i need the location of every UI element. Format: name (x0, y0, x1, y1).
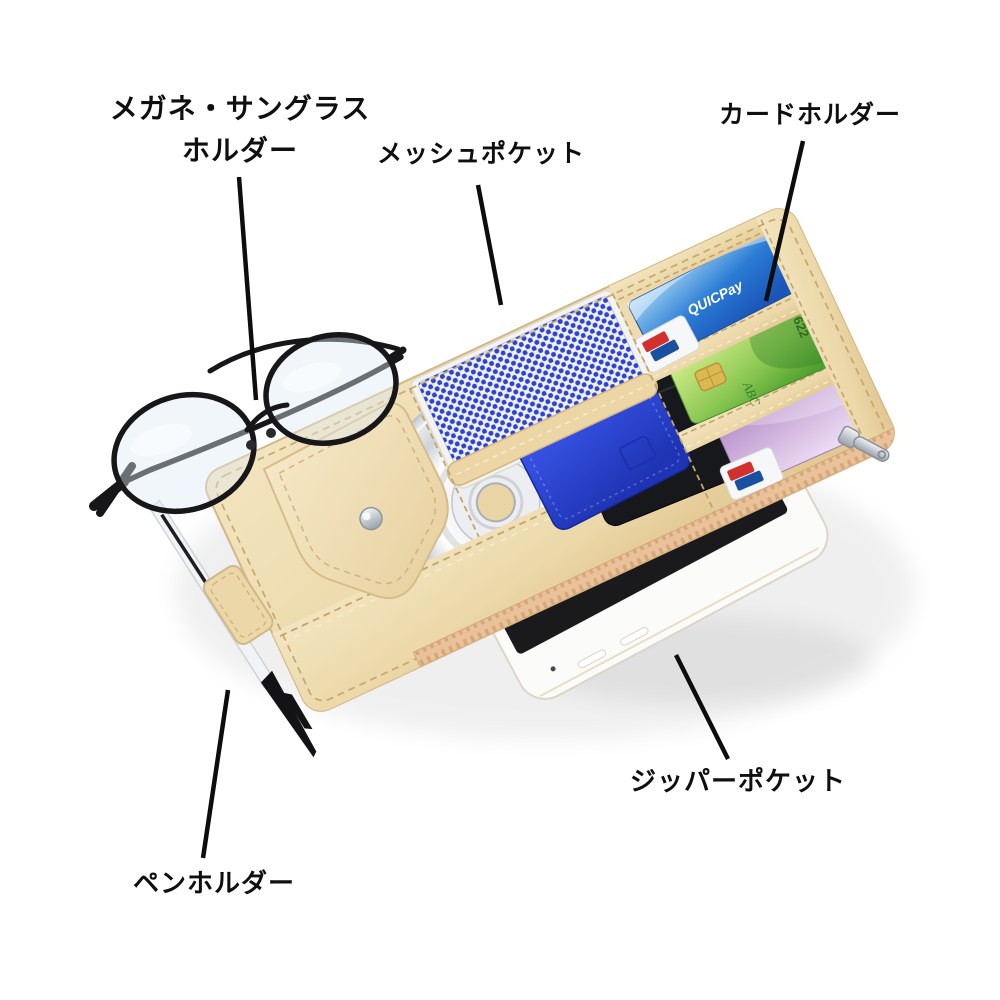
label-zipper-pocket: ジッパーポケット (629, 766, 847, 796)
slot-divider (644, 278, 834, 383)
zipper-pull (837, 425, 890, 462)
glasses-holder-flap (262, 402, 449, 600)
glasses-temple-lower (121, 354, 404, 485)
eyeglasses (89, 332, 407, 517)
glasses-nose-pad (266, 428, 276, 438)
pen-cap (260, 670, 317, 758)
leader-line-mesh (475, 184, 504, 306)
phone-edge-line (539, 547, 819, 697)
label-glasses-line1: メガネ・サングラス (109, 93, 371, 124)
label-pen-holder: ペンホルダー (132, 868, 296, 898)
leader-lines (200, 140, 806, 859)
leader-line-glasses (236, 176, 259, 401)
leader-line-card (763, 140, 806, 302)
logo-card (719, 447, 784, 501)
pen-clip (282, 692, 313, 730)
slot-top-panel (609, 202, 798, 305)
glasses-temple-tip (96, 462, 136, 517)
glasses-bridge (244, 402, 290, 433)
pen-holder-loop (202, 564, 274, 646)
slot-divider (677, 349, 867, 454)
card-holder-slots: 622 ABC QUICPay (609, 202, 901, 501)
phone-volume-button (577, 649, 607, 669)
glasses-nose-pad (246, 440, 256, 450)
logo-card (634, 315, 700, 373)
organizer-surface: 622 ABC QUICPay (215, 202, 901, 718)
phone-mic-hole (550, 666, 556, 672)
visor-organizer: 622 ABC QUICPay (149, 202, 901, 758)
label-card-holder: カードホルダー (718, 101, 902, 129)
phone-volume-button (620, 626, 649, 646)
leader-line-zipper (673, 653, 731, 761)
glasses-hinge (388, 346, 407, 361)
label-mesh-pocket: メッシュポケット (376, 140, 586, 168)
label-glasses-holder: メガネ・サングラス ホルダー (110, 88, 370, 172)
glasses-lens-left (111, 391, 257, 515)
slot-right-cover (755, 202, 901, 458)
leader-line-pen (200, 689, 231, 859)
glasses-lens-right (263, 332, 399, 446)
label-glasses-line2: ホルダー (181, 135, 299, 166)
case-emboss-logo (619, 435, 657, 470)
